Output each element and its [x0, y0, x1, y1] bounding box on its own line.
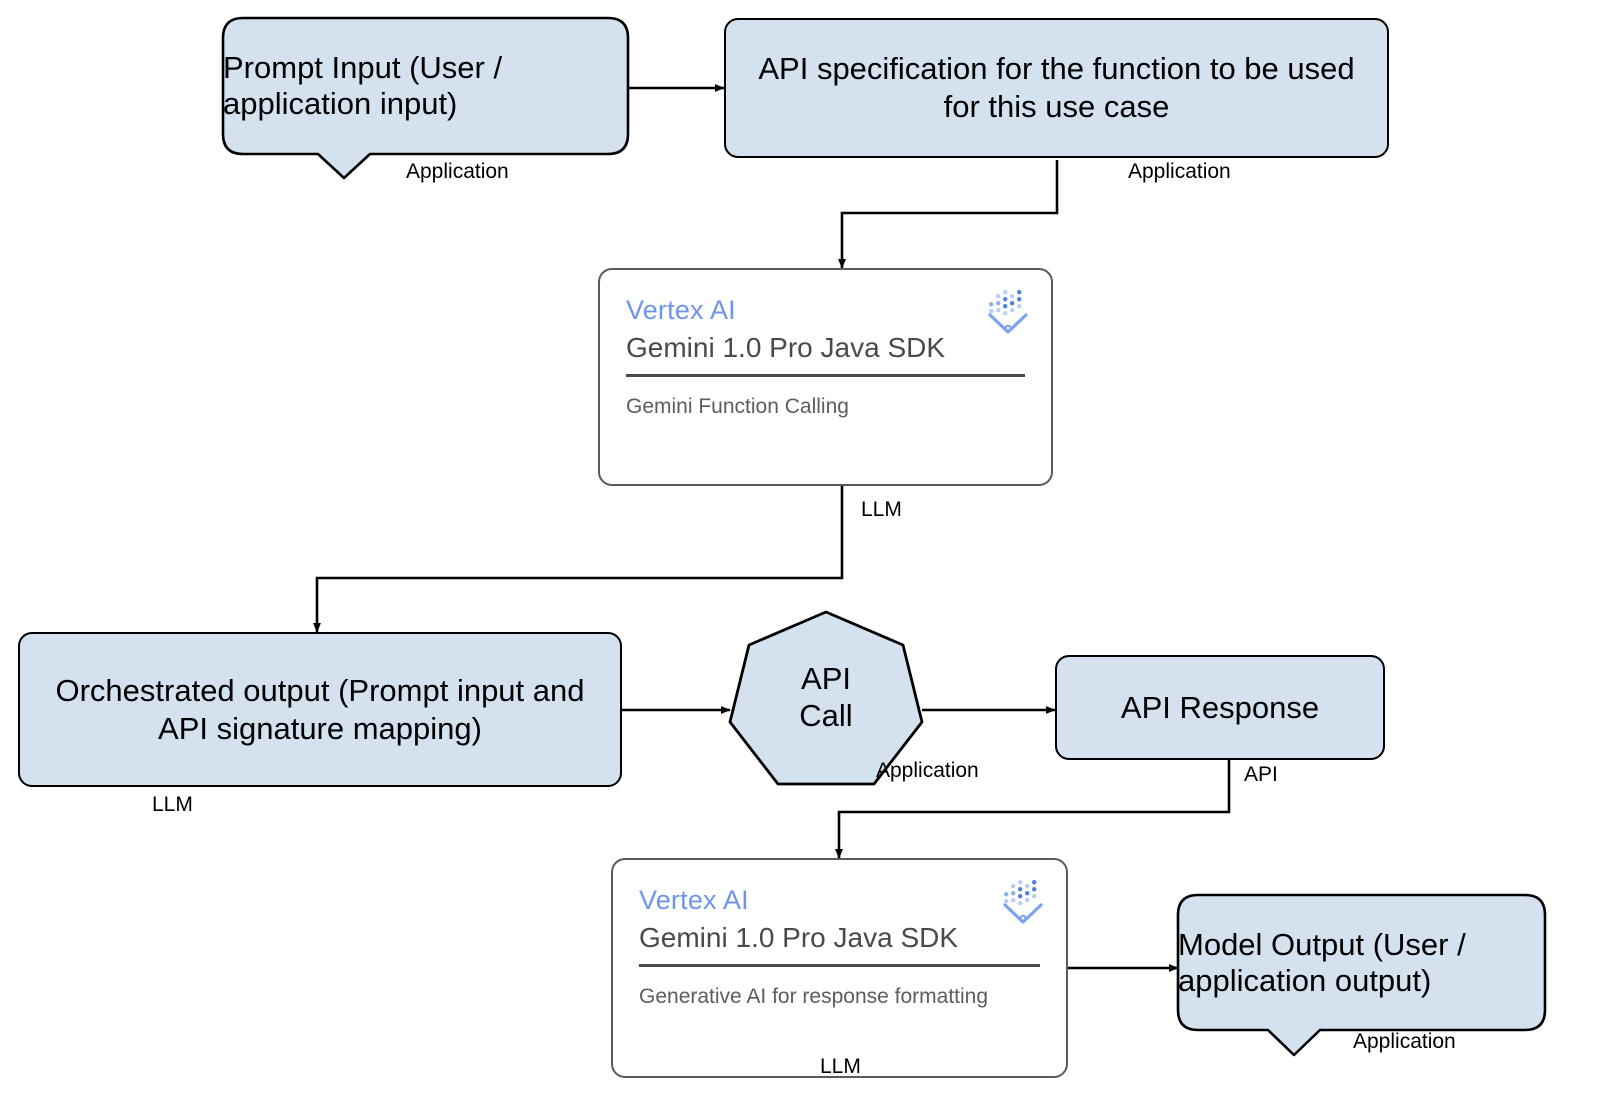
- api-call-tag: Application: [876, 759, 979, 782]
- vertex-ai-brand-label-bottom: Vertex AI: [639, 885, 749, 915]
- vertex-ai-model-label-top: Gemini 1.0 Pro Java SDK: [626, 331, 946, 363]
- prompt-input-label: Prompt Input (User / application input): [223, 50, 503, 121]
- api-call-label-group: API Call: [730, 612, 922, 784]
- vertex-ai-desc-label-top: Gemini Function Calling: [626, 395, 849, 419]
- api-call-label-line2: Call: [799, 698, 853, 733]
- vertex-ai-card-top-body: Vertex AI Gemini 1.0 Pro Java SDK Gemini…: [600, 270, 1051, 484]
- vertex-ai-card-bottom-body: Vertex AI Gemini 1.0 Pro Java SDK Genera…: [613, 860, 1066, 1076]
- api-response-label: API Response: [1120, 689, 1320, 725]
- vertex-ai-card-bottom[interactable]: Vertex AI Gemini 1.0 Pro Java SDK Genera…: [611, 858, 1068, 1078]
- vertex-ai-brand-label-top: Vertex AI: [626, 295, 736, 325]
- vertex-ai-model-label-bottom: Gemini 1.0 Pro Java SDK: [639, 921, 959, 953]
- vertex-ai-card-top-tag: LLM: [861, 498, 902, 521]
- model-output-label: Model Output (User / application output): [1178, 926, 1466, 998]
- model-output-node[interactable]: Model Output (User / application output): [1178, 895, 1545, 1030]
- prompt-input-node[interactable]: Prompt Input (User / application input): [223, 18, 628, 154]
- vertex-ai-card-top[interactable]: Vertex AI Gemini 1.0 Pro Java SDK Gemini…: [598, 268, 1053, 486]
- vertex-ai-desc-label-bottom: Generative AI for response formatting: [639, 985, 989, 1009]
- connector-api-spec-to-vertex-top: [838, 160, 1059, 269]
- connector-vertex-top-to-orchestrated: [313, 486, 844, 633]
- orchestrated-output-tag: LLM: [152, 793, 193, 816]
- model-output-tag: Application: [1353, 1030, 1456, 1053]
- api-response-tag: API: [1244, 763, 1278, 786]
- api-call-label-line1: API: [801, 661, 851, 697]
- vertex-ai-logo-icon: [1003, 880, 1043, 924]
- api-call-node[interactable]: API Call: [730, 612, 922, 784]
- vertex-ai-logo-icon: [988, 290, 1028, 334]
- api-spec-node[interactable]: API specification for the function to be…: [724, 18, 1389, 158]
- api-spec-tag: Application: [1128, 160, 1231, 183]
- orchestrated-output-label: Orchestrated output (Prompt input and AP…: [55, 672, 585, 746]
- prompt-input-tag: Application: [406, 160, 509, 183]
- vertex-ai-card-bottom-tag: LLM: [820, 1055, 861, 1078]
- vertex-ai-divider-top: [626, 374, 1025, 378]
- api-spec-label: API specification for the function to be…: [758, 51, 1355, 124]
- orchestrated-output-node[interactable]: Orchestrated output (Prompt input and AP…: [18, 632, 622, 787]
- api-response-node[interactable]: API Response: [1055, 655, 1385, 760]
- vertex-ai-divider-bottom: [639, 964, 1040, 968]
